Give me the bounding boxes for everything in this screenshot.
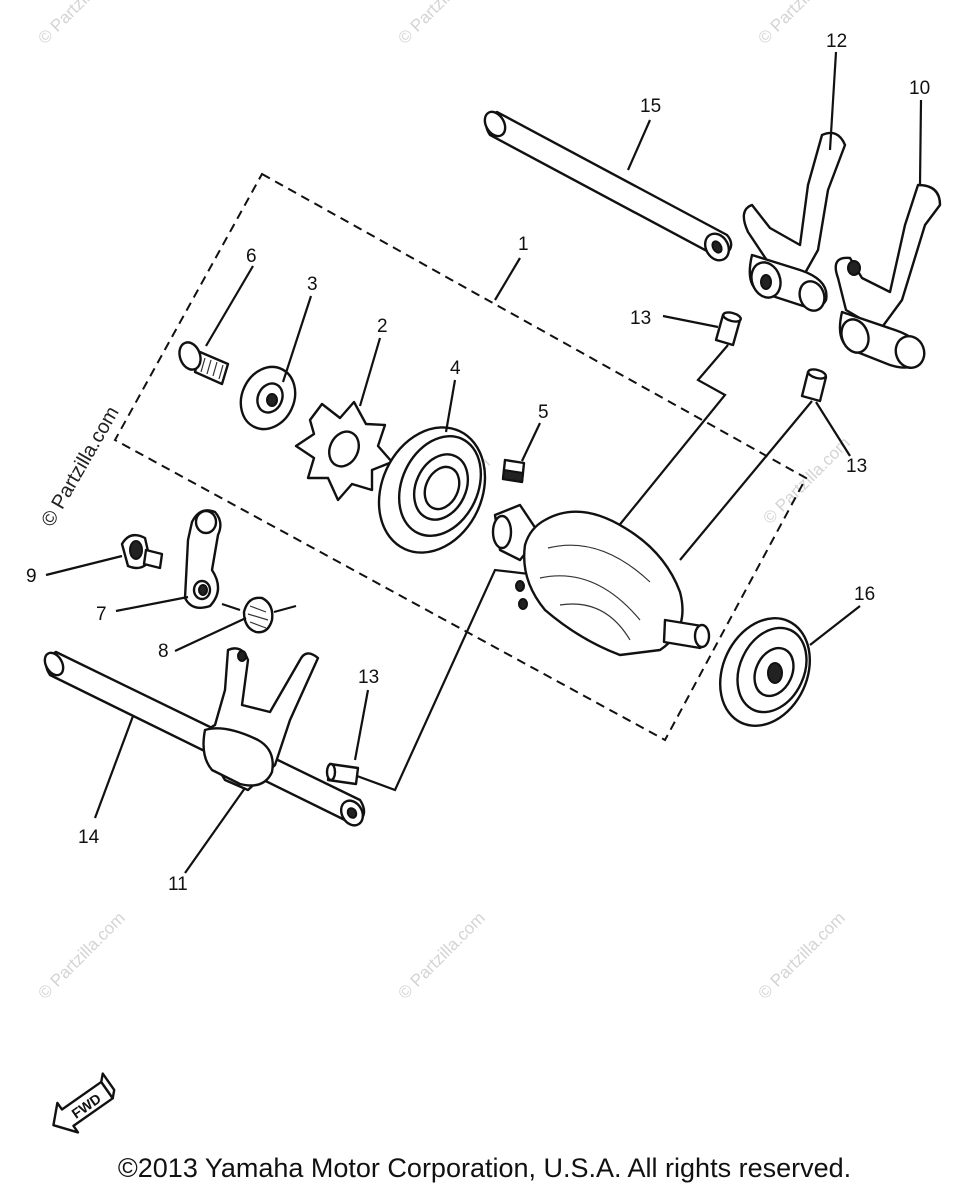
- callout-10: 10: [909, 78, 930, 99]
- callout-7: 7: [96, 604, 107, 625]
- pin-path-right: [679, 400, 813, 561]
- bearing-4: [377, 426, 487, 554]
- callout-1: 1: [518, 234, 529, 255]
- callouts: 1 2 3 4 5 6 7 8 9 10 11 12 13 13 13 14 1…: [26, 31, 930, 895]
- callout-9: 9: [26, 566, 37, 587]
- callout-3: 3: [307, 274, 318, 295]
- guide-bar-15: [483, 110, 733, 262]
- segment-2: [294, 400, 394, 502]
- pin-13-right: [800, 368, 828, 403]
- pin-13-upper: [714, 311, 742, 347]
- callout-2: 2: [377, 316, 388, 337]
- pin-5: [501, 458, 526, 484]
- shift-fork-11: [202, 647, 320, 792]
- callout-13-upper: 13: [630, 308, 651, 329]
- watermark-dark: © Partzilla.com: [37, 403, 123, 531]
- callout-6: 6: [246, 246, 257, 267]
- watermark: © Partzilla.com: [34, 908, 128, 1002]
- copyright-notice: ©2013 Yamaha Motor Corporation, U.S.A. A…: [117, 1153, 852, 1183]
- callout-8: 8: [158, 641, 169, 662]
- bolt-9: [120, 533, 164, 570]
- watermark: © Partzilla.com: [394, 908, 488, 1002]
- callout-11: 11: [168, 874, 188, 895]
- callout-4: 4: [450, 358, 461, 379]
- shift-fork-12: [742, 131, 847, 312]
- bearing-16: [718, 617, 812, 727]
- assembly-boundary: [113, 172, 808, 742]
- watermark: © Partzilla.com: [34, 0, 128, 48]
- callout-12: 12: [826, 31, 847, 52]
- watermark: © Partzilla.com: [754, 908, 848, 1002]
- shift-drum: [491, 503, 711, 657]
- callout-15: 15: [640, 96, 661, 117]
- callout-13-lower: 13: [358, 667, 379, 688]
- pin-path-upper: [616, 344, 729, 529]
- callout-16: 16: [854, 584, 875, 605]
- callout-14: 14: [78, 827, 100, 848]
- washer-3: [239, 365, 297, 431]
- screw-6: [178, 341, 230, 386]
- watermark: © Partzilla.com: [394, 0, 488, 48]
- shift-fork-10: [834, 183, 942, 369]
- callout-leaders: [45, 51, 923, 874]
- callout-5: 5: [538, 402, 549, 423]
- pin-13-lower: [325, 762, 360, 786]
- stopper-lever-7: [183, 509, 222, 609]
- spring-8: [221, 596, 297, 634]
- callout-13-right: 13: [846, 456, 867, 477]
- fwd-arrow-icon: FWD: [52, 1072, 116, 1134]
